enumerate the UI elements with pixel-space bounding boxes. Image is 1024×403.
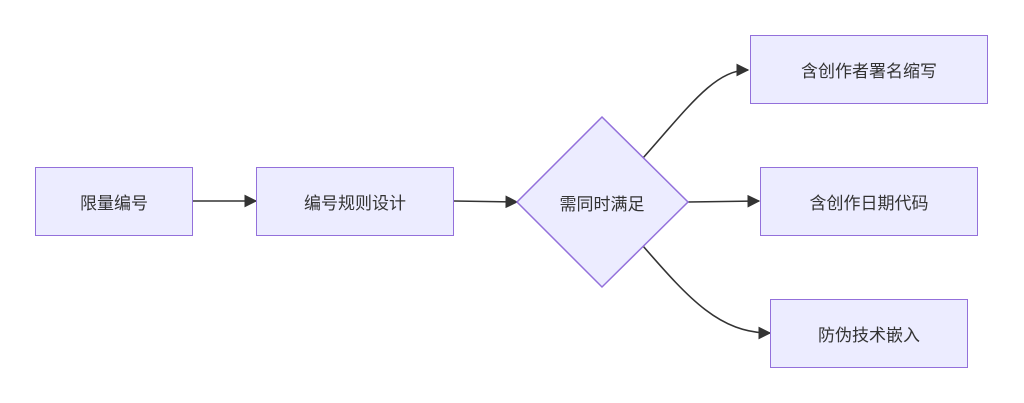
edge-decision-to-author bbox=[642, 63, 750, 159]
node-limited-number: 限量编号 bbox=[35, 167, 193, 236]
node-numbering-rule-label: 编号规则设计 bbox=[304, 194, 406, 214]
decision-node-label-box: 需同时满足 bbox=[532, 187, 672, 217]
node-date-code: 含创作日期代码 bbox=[760, 167, 978, 236]
decision-diamond bbox=[515, 115, 690, 289]
node-anti-counterfeit: 防伪技术嵌入 bbox=[770, 299, 968, 368]
node-author-abbr-label: 含创作者署名缩写 bbox=[801, 62, 937, 82]
node-author-abbr: 含创作者署名缩写 bbox=[750, 35, 988, 104]
edge-decision-to-anti bbox=[642, 245, 772, 340]
node-limited-number-label: 限量编号 bbox=[80, 194, 148, 214]
edge-rule-to-decision bbox=[453, 195, 519, 209]
node-anti-counterfeit-label: 防伪技术嵌入 bbox=[818, 326, 920, 346]
node-date-code-label: 含创作日期代码 bbox=[809, 194, 929, 214]
decision-node-label: 需同时满足 bbox=[559, 194, 645, 215]
node-numbering-rule: 编号规则设计 bbox=[256, 167, 454, 236]
edge-decision-to-date bbox=[687, 194, 761, 208]
